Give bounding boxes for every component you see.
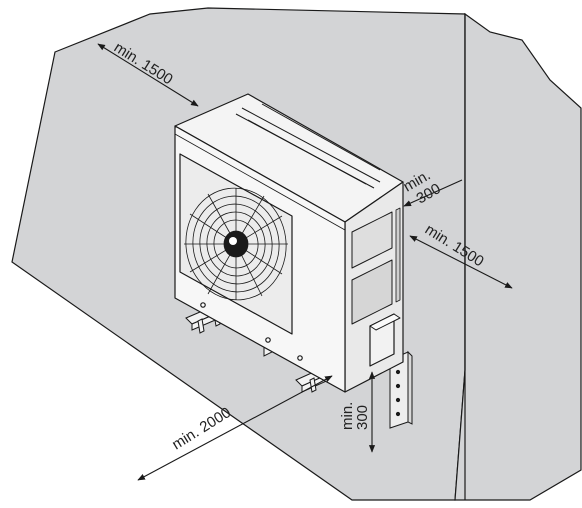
side-handle-slot — [395, 207, 401, 303]
side-gap-arrow — [403, 179, 463, 207]
side-panel-lower — [351, 259, 393, 325]
side-clearance-arrow — [409, 235, 513, 289]
dimension-arrows — [97, 43, 513, 481]
bottom-gap-value-label: 300 — [354, 405, 371, 430]
fan-grille-icon — [184, 187, 288, 301]
top-clearance-arrow — [97, 43, 199, 107]
front-clearance-arrow — [137, 375, 333, 481]
top-vent-slots — [235, 103, 381, 189]
bottom-gap-min-label: min. — [339, 402, 356, 430]
side-panel-upper — [351, 211, 393, 269]
front-top-edge — [174, 133, 346, 231]
outdoor-unit — [174, 93, 404, 393]
wall-bracket-rail — [389, 350, 413, 429]
side-wall — [454, 12, 582, 501]
service-box-top — [369, 313, 401, 331]
